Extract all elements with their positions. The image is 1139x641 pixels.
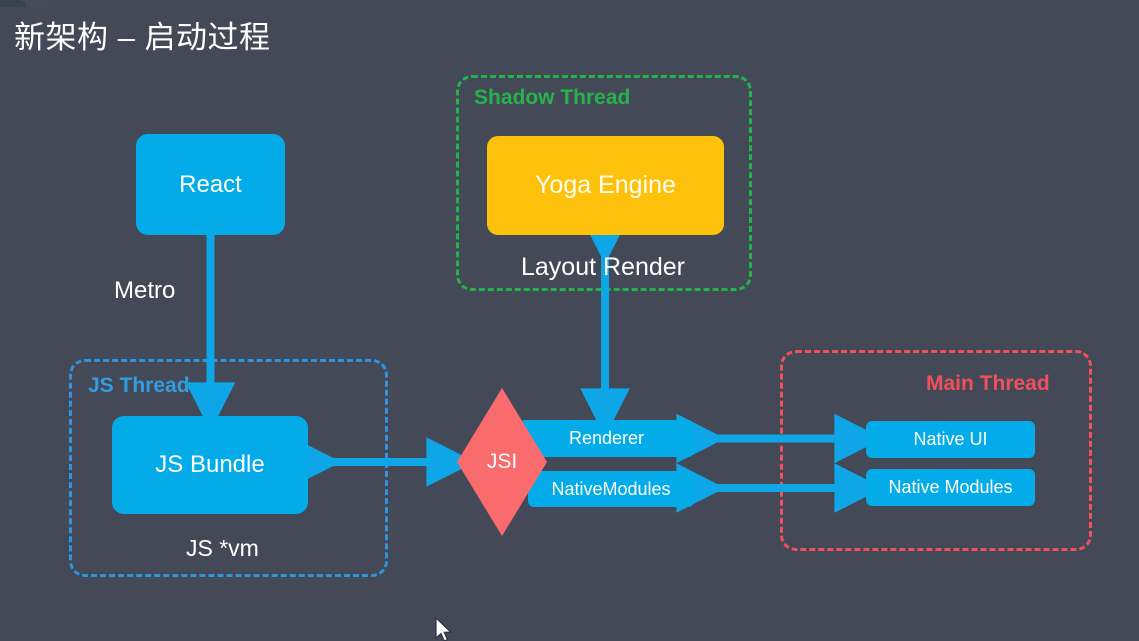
edge-label-metro: Metro [114,277,176,304]
edge-label-layout-render: Layout Render [521,253,686,281]
mouse-cursor-arrow-icon [435,617,453,641]
node-yoga-engine[interactable]: Yoga Engine [487,136,724,235]
node-renderer[interactable]: Renderer [519,420,694,457]
edge-label-js-vm: JS *vm [186,535,259,561]
page-title: 新架构 – 启动过程 [14,20,271,55]
node-native-ui[interactable]: Native UI [866,421,1035,458]
top-highlight-strip [0,0,1139,7]
group-label-js-thread: JS Thread [88,374,190,397]
group-label-main-thread: Main Thread [926,372,1050,395]
group-label-shadow-thread: Shadow Thread [474,86,631,109]
node-native-modules[interactable]: Native Modules [866,469,1035,506]
node-react[interactable]: React [136,134,285,235]
node-jsi[interactable]: JSI [457,388,547,536]
node-nativemodules-bridge[interactable]: NativeModules [528,471,694,507]
node-js-bundle[interactable]: JS Bundle [112,416,308,514]
jsi-label: JSI [486,450,518,473]
